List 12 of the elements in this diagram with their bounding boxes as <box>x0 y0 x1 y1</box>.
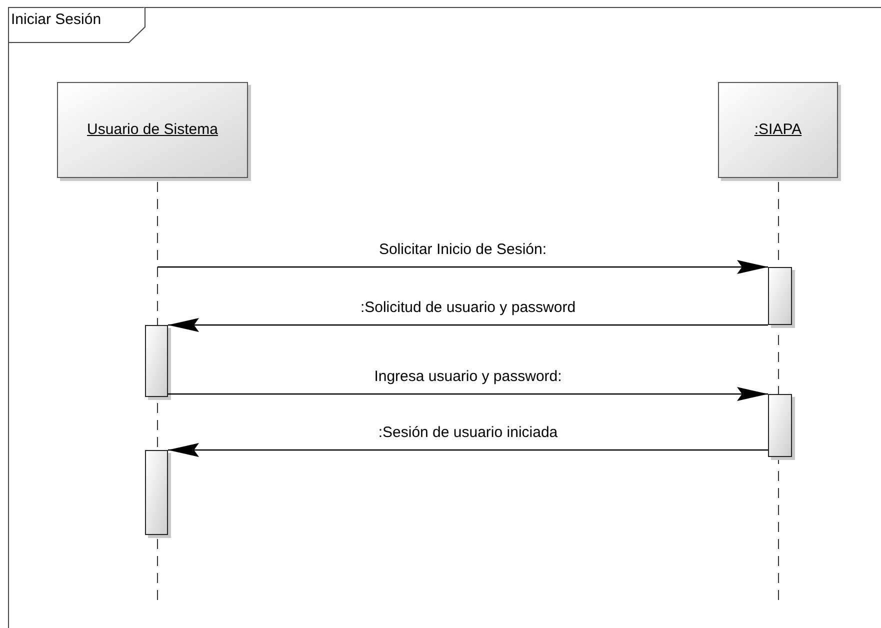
activation-bar <box>145 325 168 397</box>
frame <box>8 7 881 628</box>
activation-bar <box>145 450 168 535</box>
lifeline-head-box: :SIAPA <box>718 82 838 178</box>
message-arrow <box>168 387 768 401</box>
lifeline-head-box: Usuario de Sistema <box>57 82 248 178</box>
frame-title: Iniciar Sesión <box>11 10 102 30</box>
activation-bar <box>768 394 792 457</box>
message-arrow <box>168 443 768 457</box>
message-arrow <box>168 318 768 332</box>
message-arrow <box>158 260 768 274</box>
activation-bar <box>768 267 792 325</box>
